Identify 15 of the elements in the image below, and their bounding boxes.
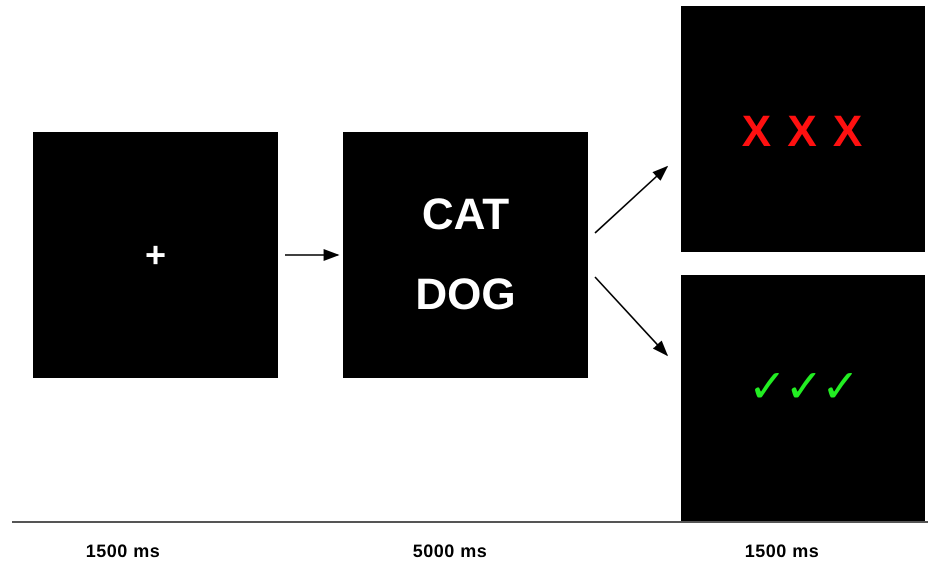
stimulus-word: DOG bbox=[415, 273, 516, 317]
arrow bbox=[594, 166, 668, 234]
stimulus-word: CAT bbox=[422, 193, 510, 237]
feedback-screen bbox=[681, 275, 925, 521]
duration-label: 1500 ms bbox=[744, 541, 820, 562]
feedback-screen bbox=[681, 6, 925, 252]
fixation-cross: + bbox=[144, 237, 166, 273]
check-marks: ✓✓✓ bbox=[748, 363, 858, 409]
arrow bbox=[285, 249, 340, 261]
error-marks: X X X bbox=[742, 110, 864, 154]
duration-label: 1500 ms bbox=[84, 541, 162, 562]
fixation-screen bbox=[33, 132, 278, 378]
arrow bbox=[594, 276, 668, 356]
duration-label: 5000 ms bbox=[412, 541, 488, 562]
word-pair-screen bbox=[343, 132, 588, 378]
